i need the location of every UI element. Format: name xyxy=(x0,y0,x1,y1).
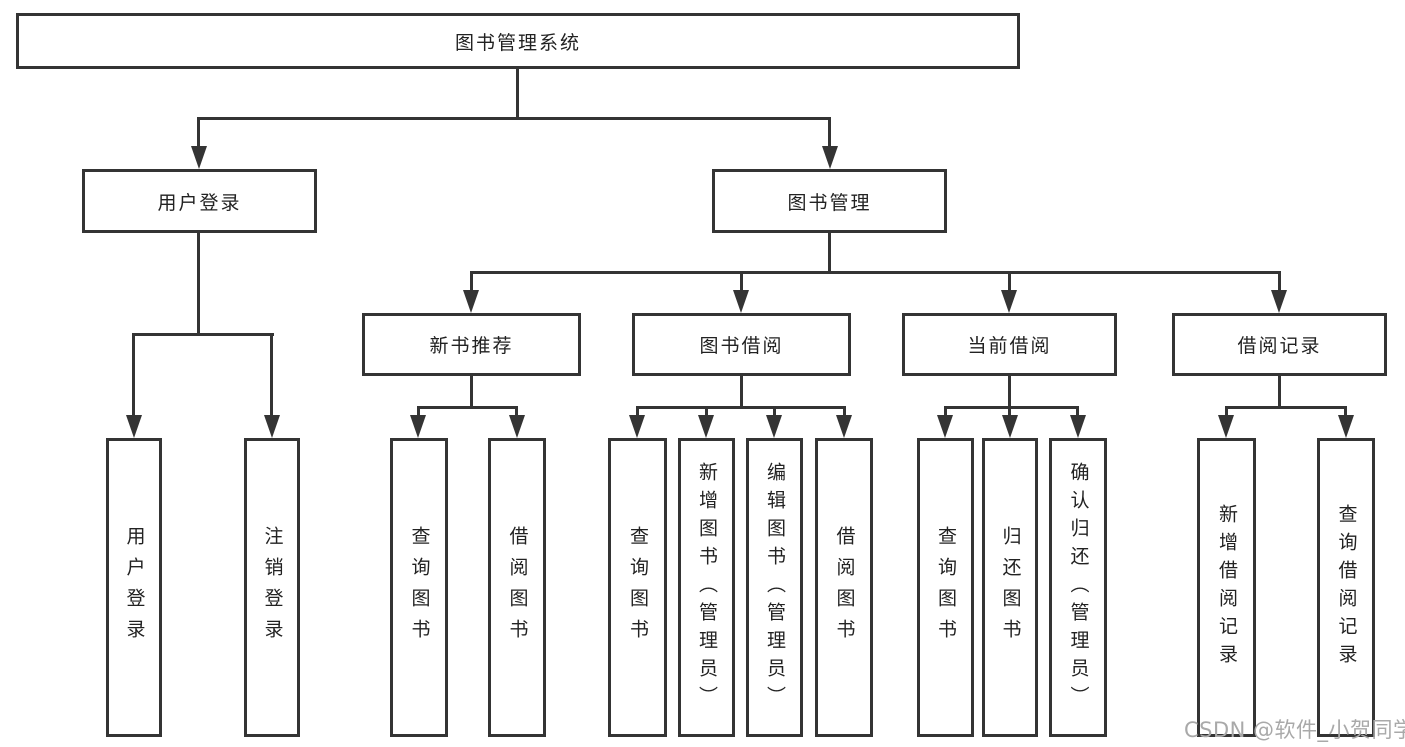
connector-sub-arm xyxy=(417,406,420,417)
leaf-add-book-admin: 新增图书（管理员） xyxy=(678,438,735,737)
arrowhead-sub xyxy=(509,415,525,438)
arrowhead-sub xyxy=(836,415,852,438)
arrowhead-l3-2 xyxy=(733,290,749,313)
connector-sub-arm xyxy=(944,406,947,417)
leaf-return-book-label: 归还图书 xyxy=(999,525,1022,650)
connector-sub-stem-2 xyxy=(740,376,743,409)
leaf-user-login: 用户登录 xyxy=(106,438,162,737)
leaf-logout-label: 注销登录 xyxy=(261,525,284,650)
leaf-borrow-book: 借阅图书 xyxy=(815,438,873,737)
connector-sub-stem-4 xyxy=(1278,376,1281,409)
node-user-login-label: 用户登录 xyxy=(157,191,242,214)
arrowhead-l3-4 xyxy=(1271,290,1287,313)
arrowhead-sub xyxy=(1002,415,1018,438)
arrowhead-login-1 xyxy=(126,415,142,438)
arrowhead-l2-right xyxy=(822,146,838,169)
connector-login-arm-2 xyxy=(270,333,273,417)
arrowhead-sub xyxy=(1070,415,1086,438)
connector-root-stem xyxy=(516,69,519,119)
node-book-management-label: 图书管理 xyxy=(787,191,872,214)
node-book-borrow: 图书借阅 xyxy=(632,313,851,376)
leaf-add-borrow-record: 新增借阅记录 xyxy=(1197,438,1256,737)
connector-sub-rail-1 xyxy=(417,406,518,409)
leaf-query-borrow-record: 查询借阅记录 xyxy=(1317,438,1375,737)
connector-sub-arm xyxy=(636,406,639,417)
leaf-recommend-query-book-label: 查询图书 xyxy=(408,525,431,650)
arrowhead-sub xyxy=(1338,415,1354,438)
arrowhead-sub xyxy=(629,415,645,438)
node-book-borrow-label: 图书借阅 xyxy=(699,335,784,357)
leaf-add-borrow-record-label: 新增借阅记录 xyxy=(1216,503,1238,672)
node-root-label: 图书管理系统 xyxy=(454,31,581,54)
node-borrow-records: 借阅记录 xyxy=(1172,313,1387,376)
leaf-edit-book-admin: 编辑图书（管理员） xyxy=(746,438,803,737)
connector-sub-stem-3 xyxy=(1008,376,1011,409)
connector-sub-rail-2 xyxy=(636,406,846,409)
leaf-edit-book-admin-label: 编辑图书（管理员） xyxy=(764,461,786,714)
leaf-recommend-query-book: 查询图书 xyxy=(390,438,448,737)
node-current-borrow-label: 当前借阅 xyxy=(967,335,1052,357)
connector-sub-arm xyxy=(705,406,708,417)
connector-sub-stem-1 xyxy=(470,376,473,409)
arrowhead-l3-1 xyxy=(463,290,479,313)
connector-sub-arm xyxy=(1076,406,1079,417)
connector-sub-arm xyxy=(1344,406,1347,417)
node-current-borrow: 当前借阅 xyxy=(902,313,1117,376)
leaf-borrow-query-book: 查询图书 xyxy=(608,438,667,737)
connector-login-stem xyxy=(197,233,200,336)
leaf-user-login-label: 用户登录 xyxy=(123,525,146,650)
connector-l2-rail xyxy=(197,117,831,120)
leaf-return-book: 归还图书 xyxy=(982,438,1038,737)
csdn-watermark: CSDN @软件_小贺同学 xyxy=(1184,718,1405,742)
arrowhead-sub xyxy=(766,415,782,438)
leaf-recommend-borrow-book: 借阅图书 xyxy=(488,438,546,737)
connector-l2-arm-right xyxy=(828,117,831,149)
connector-mgmt-stem xyxy=(828,233,831,274)
connector-sub-arm xyxy=(1225,406,1228,417)
leaf-borrow-query-book-label: 查询图书 xyxy=(627,525,649,650)
connector-l3-rail xyxy=(470,271,1281,274)
connector-sub-rail-3 xyxy=(944,406,1079,409)
connector-login-arm-1 xyxy=(132,333,135,417)
connector-sub-arm xyxy=(843,406,846,417)
arrowhead-l3-3 xyxy=(1001,290,1017,313)
arrowhead-sub xyxy=(1218,415,1234,438)
leaf-confirm-return-admin-label: 确认归还（管理员） xyxy=(1067,461,1090,714)
connector-sub-arm xyxy=(773,406,776,417)
node-borrow-records-label: 借阅记录 xyxy=(1237,335,1322,357)
connector-l3-arm-4 xyxy=(1278,271,1281,294)
connector-login-rail xyxy=(132,333,274,336)
arrowhead-sub xyxy=(937,415,953,438)
node-root: 图书管理系统 xyxy=(16,13,1020,69)
leaf-current-query-book: 查询图书 xyxy=(917,438,974,737)
connector-sub-arm xyxy=(515,406,518,417)
node-user-login: 用户登录 xyxy=(82,169,317,233)
node-new-book-recommend-label: 新书推荐 xyxy=(429,335,514,357)
leaf-add-book-admin-label: 新增图书（管理员） xyxy=(696,461,718,714)
node-new-book-recommend: 新书推荐 xyxy=(362,313,581,376)
leaf-current-query-book-label: 查询图书 xyxy=(935,525,957,650)
arrowhead-sub xyxy=(698,415,714,438)
leaf-recommend-borrow-book-label: 借阅图书 xyxy=(506,525,529,650)
arrowhead-login-2 xyxy=(264,415,280,438)
connector-sub-arm xyxy=(1008,406,1011,417)
arrowhead-sub xyxy=(410,415,426,438)
connector-l3-arm-1 xyxy=(470,271,473,294)
leaf-confirm-return-admin: 确认归还（管理员） xyxy=(1049,438,1107,737)
leaf-logout: 注销登录 xyxy=(244,438,300,737)
leaf-query-borrow-record-label: 查询借阅记录 xyxy=(1335,503,1358,672)
connector-l3-arm-2 xyxy=(740,271,743,294)
connector-sub-rail-4 xyxy=(1225,406,1347,409)
node-book-management: 图书管理 xyxy=(712,169,947,233)
connector-l2-arm-left xyxy=(197,117,200,149)
connector-l3-arm-3 xyxy=(1008,271,1011,294)
arrowhead-l2-left xyxy=(191,146,207,169)
leaf-borrow-book-label: 借阅图书 xyxy=(833,525,856,650)
